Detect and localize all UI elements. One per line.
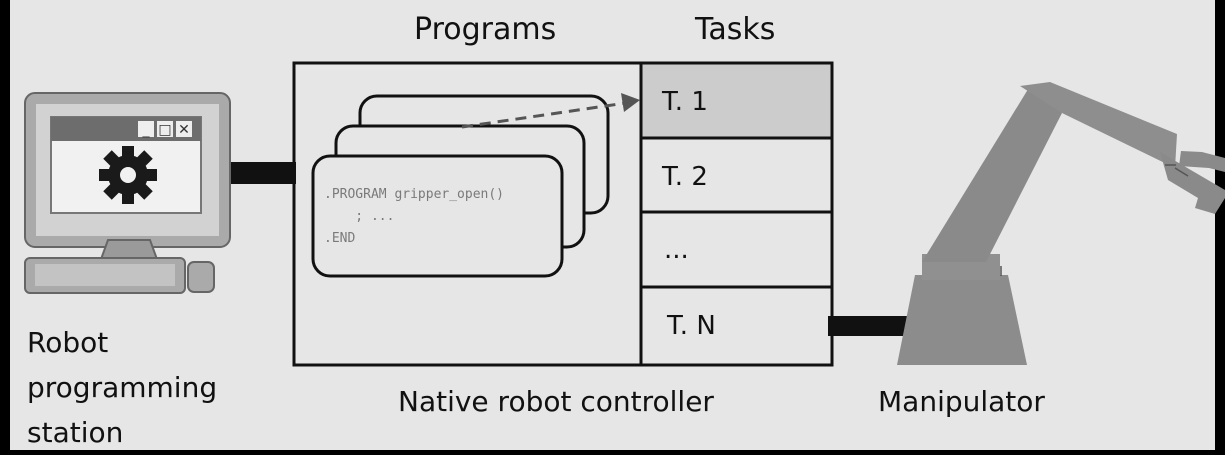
station-caption-line-2: programming (27, 371, 218, 404)
window-maximize-icon (157, 121, 173, 137)
station-controller-cable (230, 162, 296, 184)
task-label-1: T. 1 (661, 87, 708, 117)
window-close-glyph: ✕ (178, 122, 190, 138)
dispatch-arrowhead (621, 93, 640, 112)
task-cell-1 (639, 61, 834, 140)
robot-arm-icon (897, 82, 1225, 365)
controller-manipulator-cable (828, 316, 910, 336)
station-caption-line-3: station (27, 416, 124, 449)
mouse-icon (187, 261, 215, 293)
station-caption: Robot programming station (27, 320, 217, 455)
window-maximize-glyph: □ (158, 122, 171, 138)
program-card-front (311, 154, 564, 278)
task-label-3: ... (664, 235, 689, 265)
window-minimize-glyph: _ (142, 122, 151, 138)
station-caption-line-1: Robot (27, 326, 109, 359)
window-minimize-icon (138, 121, 154, 137)
programs-header: Programs (414, 12, 557, 47)
window-close-icon (176, 121, 192, 137)
task-label-2: T. 2 (661, 162, 708, 192)
task-cell-4 (639, 285, 834, 367)
dispatch-arrow (461, 101, 627, 129)
code-line-2: ; ... (324, 209, 394, 224)
code-line-1: .PROGRAM gripper_open() (324, 187, 504, 202)
controller-caption: Native robot controller (398, 385, 714, 418)
gear-icon (99, 146, 157, 204)
code-line-3: .END (324, 231, 355, 246)
manipulator-caption: Manipulator (878, 385, 1045, 418)
task-label-4: T. N (666, 311, 716, 341)
tasks-header: Tasks (695, 12, 776, 47)
